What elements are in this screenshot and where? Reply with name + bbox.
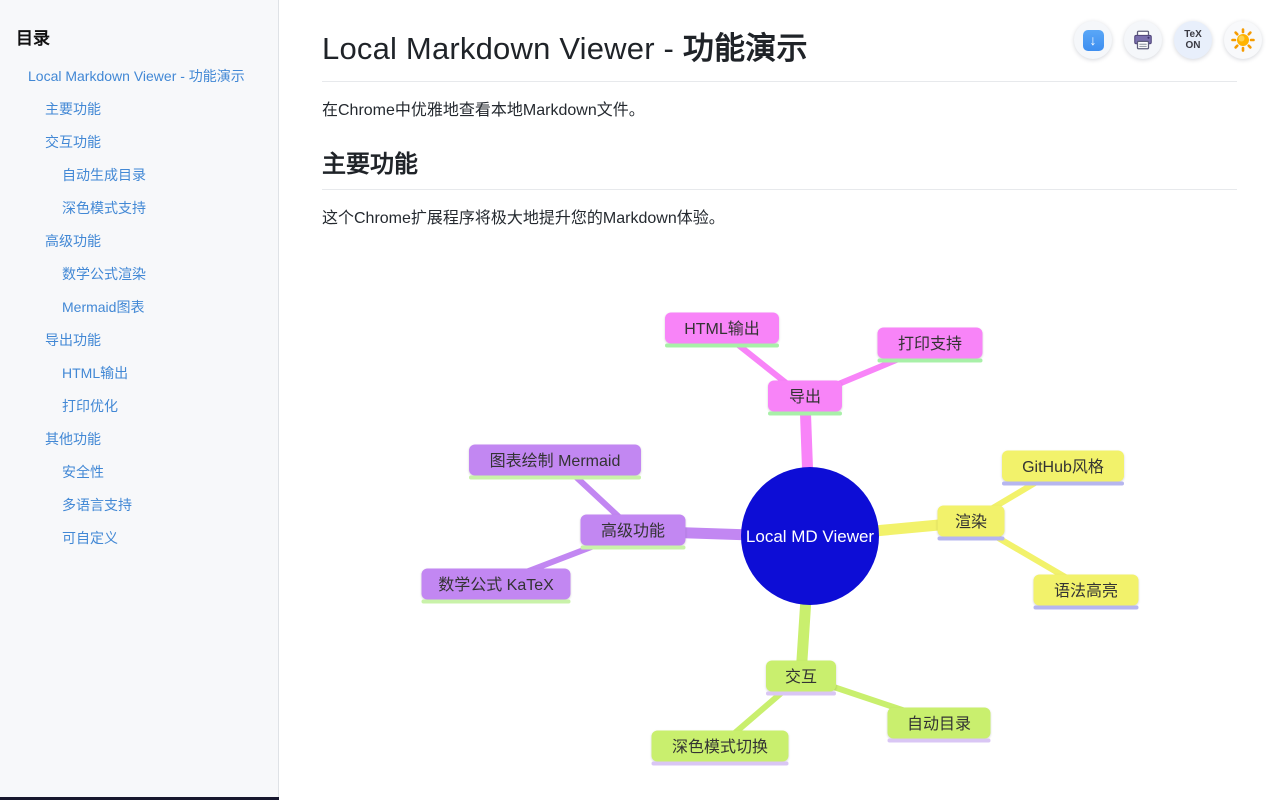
toc-link[interactable]: 交互功能	[45, 134, 101, 150]
bottom-bar	[0, 797, 279, 800]
toc-link[interactable]: 可自定义	[62, 530, 118, 546]
content-area: Local Markdown Viewer - 功能演示 在Chrome中优雅地…	[279, 0, 1280, 800]
toc-link[interactable]: 导出功能	[45, 332, 101, 348]
toolbar: ↓ TeX ON	[1074, 21, 1262, 59]
tex-toggle-label: TeX ON	[1184, 29, 1202, 51]
toc-link[interactable]: 深色模式支持	[62, 200, 146, 216]
intro-paragraph: 在Chrome中优雅地查看本地Markdown文件。	[322, 101, 645, 119]
download-icon: ↓	[1082, 29, 1104, 51]
toc-link[interactable]: Mermaid图表	[62, 299, 145, 315]
page-title: Local Markdown Viewer - 功能演示	[322, 30, 1237, 82]
download-button[interactable]: ↓	[1074, 21, 1112, 59]
toc-link[interactable]: 安全性	[62, 464, 104, 480]
toc-link[interactable]: 高级功能	[45, 233, 101, 249]
toc-link[interactable]: 打印优化	[62, 398, 118, 414]
theme-toggle-button[interactable]	[1224, 21, 1262, 59]
printer-icon	[1132, 29, 1154, 51]
toc-link[interactable]: 主要功能	[45, 101, 101, 117]
section-paragraph: 这个Chrome扩展程序将极大地提升您的Markdown体验。	[322, 209, 725, 227]
sun-icon	[1231, 28, 1255, 52]
tex-toggle-button[interactable]: TeX ON	[1174, 21, 1212, 59]
toc-sidebar: 目录 Local Markdown Viewer - 功能演示主要功能交互功能自…	[0, 0, 279, 800]
toc-link[interactable]: 其他功能	[45, 431, 101, 447]
section-heading: 主要功能	[322, 144, 1237, 190]
toc-link[interactable]: 自动生成目录	[62, 167, 146, 183]
print-button[interactable]	[1124, 21, 1162, 59]
page-title-latin: Local Markdown Viewer -	[322, 31, 683, 66]
toc-title: 目录	[16, 29, 50, 48]
toc-link[interactable]: 多语言支持	[62, 497, 132, 513]
toc-link[interactable]: Local Markdown Viewer - 功能演示	[28, 68, 245, 84]
toc-nav: Local Markdown Viewer - 功能演示主要功能交互功能自动生成…	[16, 69, 262, 545]
toc-link[interactable]: HTML输出	[62, 365, 129, 381]
toc-link[interactable]: 数学公式渲染	[62, 266, 146, 282]
page-title-zh: 功能演示	[682, 31, 808, 66]
